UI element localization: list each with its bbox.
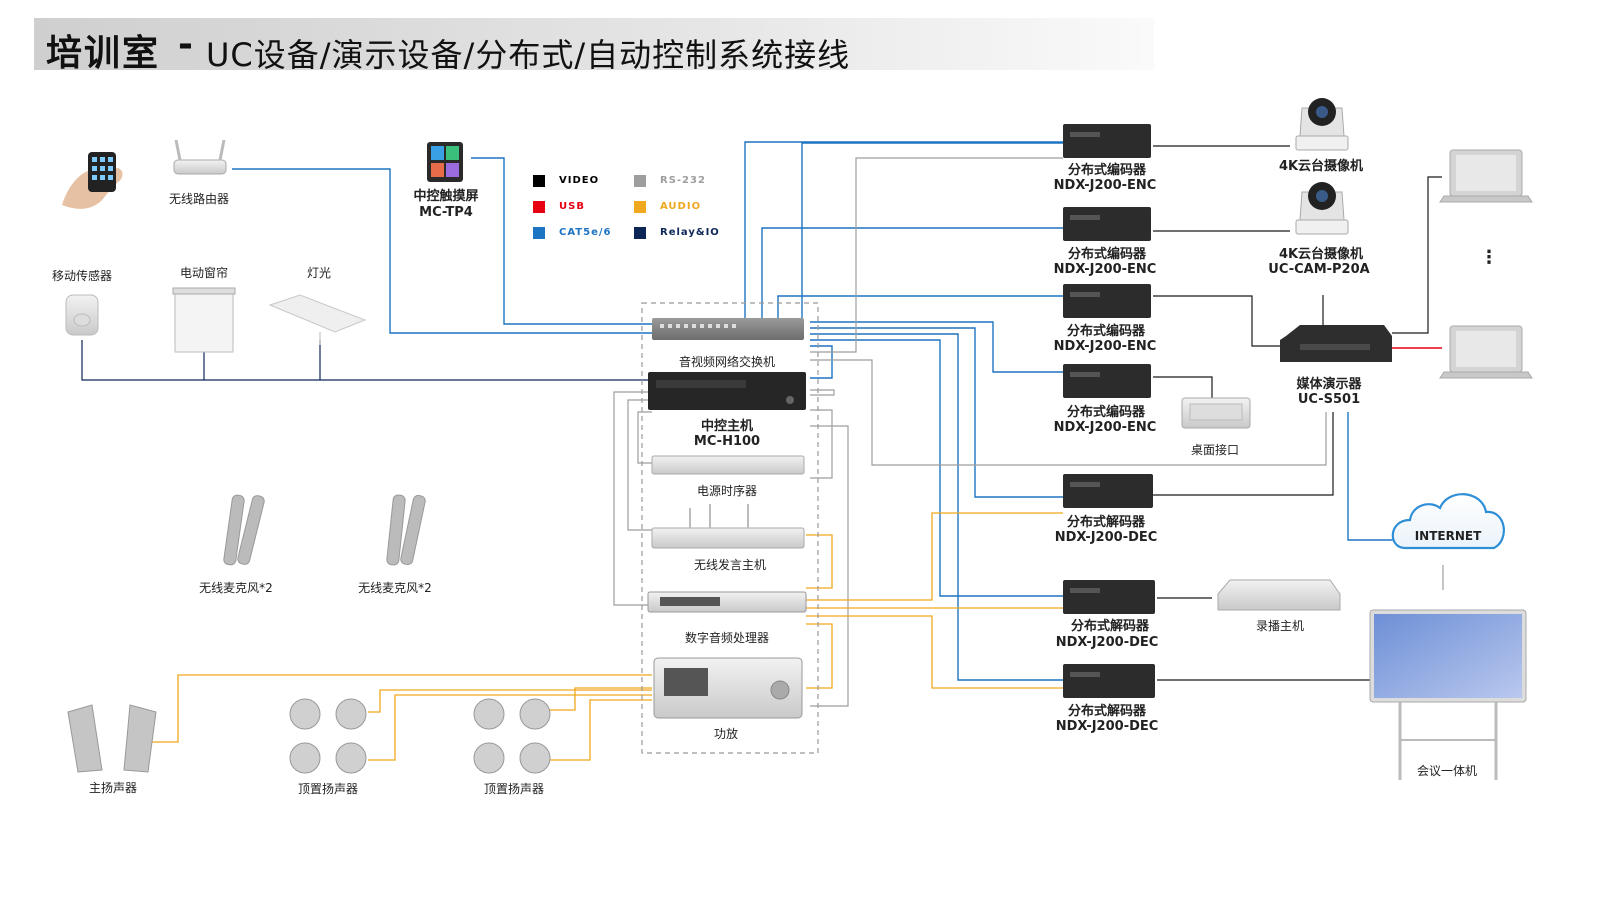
- encoder2-name: 分布式编码器: [1067, 247, 1147, 262]
- sequencer-icon: [651, 455, 805, 475]
- ceiling-speaker-icon: [473, 698, 551, 774]
- mic-icon: [386, 494, 426, 566]
- camera-icon: [1295, 98, 1349, 151]
- media-presenter-name: 媒体演示器: [1296, 377, 1362, 392]
- decoder-icon: [1063, 580, 1155, 614]
- main-speaker-icon: [67, 704, 157, 773]
- network-switch-icon: [652, 318, 804, 340]
- encoder2-model: NDX-J200-ENC: [1053, 262, 1157, 277]
- internet-label: INTERNET: [1414, 529, 1482, 543]
- light-icon: [268, 294, 367, 345]
- legend-cat: CAT5e/6: [559, 227, 612, 238]
- media-presenter-model: UC-S501: [1297, 392, 1361, 407]
- cat-lines: [232, 141, 1398, 681]
- motion-sensor-icon: [65, 294, 99, 336]
- encoder-icon: [1063, 284, 1151, 318]
- touchpanel-model: MC-TP4: [419, 205, 473, 220]
- encoder-icon: [1063, 364, 1151, 398]
- decoder-icon: [1063, 664, 1155, 698]
- router-icon: [173, 139, 227, 175]
- ceiling-speaker1-label: 顶置扬声器: [297, 782, 359, 796]
- touchpanel-icon: [427, 142, 463, 182]
- encoder1-name: 分布式编码器: [1067, 163, 1147, 178]
- amplifier-icon: [653, 657, 803, 719]
- decoder1-model: NDX-J200-DEC: [1054, 530, 1158, 545]
- page-subtitle: UC设备/演示设备/分布式/自动控制系统接线: [206, 36, 851, 74]
- rs232-lines: [613, 157, 1444, 707]
- decoder3-model: NDX-J200-DEC: [1055, 719, 1159, 734]
- decoder2-name: 分布式解码器: [1070, 619, 1150, 634]
- sequencer-label: 电源时序器: [696, 484, 758, 498]
- legend-swatches: [533, 175, 646, 239]
- laptop-icon: [1439, 325, 1533, 379]
- control-host-name: 中控主机: [700, 419, 754, 434]
- encoder3-name: 分布式编码器: [1066, 324, 1146, 339]
- encoder3-model: NDX-J200-ENC: [1053, 339, 1157, 354]
- main-speaker-label: 主扬声器: [88, 781, 138, 795]
- mic-icon: [223, 494, 265, 566]
- recorder-label: 录播主机: [1255, 619, 1305, 633]
- camera2-name: 4K云台摄像机: [1278, 247, 1364, 262]
- display-label: 会议一体机: [1416, 764, 1478, 778]
- encoder1-model: NDX-J200-ENC: [1053, 178, 1157, 193]
- rack-enclosure: [641, 302, 819, 754]
- legend-usb: USB: [559, 201, 585, 212]
- laptop-ellipsis: ⋮: [1480, 247, 1498, 268]
- motion-sensor-label: 移动传感器: [51, 269, 113, 283]
- display-icon: [1369, 609, 1527, 780]
- decoder1-name: 分布式解码器: [1066, 515, 1146, 530]
- ceiling-speaker2-label: 顶置扬声器: [483, 782, 545, 796]
- encoder-icon: [1063, 124, 1151, 158]
- dsp-label: 数字音频处理器: [684, 631, 770, 645]
- page-title: 培训室: [46, 33, 161, 74]
- curtain-label: 电动窗帘: [179, 266, 229, 280]
- ceiling-speaker-icon: [289, 698, 367, 774]
- decoder-icon: [1063, 474, 1153, 508]
- amplifier-label: 功放: [713, 727, 739, 741]
- camera2-model: UC-CAM-P20A: [1268, 262, 1370, 277]
- wireless-host-icon: [651, 504, 805, 549]
- camera1-label: 4K云台摄像机: [1278, 159, 1364, 174]
- recorder-icon: [1217, 579, 1341, 611]
- encoder4-model: NDX-J200-ENC: [1053, 420, 1157, 435]
- video-lines: [1153, 145, 1442, 681]
- title-bar: [34, 18, 1154, 70]
- touchpanel-name: 中控触摸屏: [413, 189, 479, 204]
- switch-label: 音视频网络交换机: [678, 355, 776, 369]
- audio-lines: [150, 512, 1063, 761]
- control-host-icon: [648, 372, 806, 410]
- desk-interface-icon: [1181, 397, 1251, 429]
- desk-interface-label: 桌面接口: [1190, 443, 1240, 457]
- wireless-host-label: 无线发言主机: [693, 558, 767, 572]
- light-label: 灯光: [306, 266, 332, 280]
- legend-audio: AUDIO: [660, 201, 702, 212]
- media-presenter-icon: [1280, 325, 1392, 362]
- relay-lines: [81, 340, 652, 381]
- encoder-icon: [1063, 207, 1151, 241]
- legend-relay: Relay&IO: [660, 227, 720, 238]
- internet-cloud-icon: [1391, 493, 1505, 550]
- legend-rs232: RS-232: [660, 175, 706, 186]
- dsp-icon: [647, 591, 807, 613]
- encoder4-name: 分布式编码器: [1066, 405, 1146, 420]
- decoder2-model: NDX-J200-DEC: [1055, 635, 1159, 650]
- control-host-model: MC-H100: [693, 434, 761, 449]
- legend-video: VIDEO: [559, 175, 600, 186]
- router-label: 无线路由器: [168, 192, 230, 206]
- title-separator: -: [178, 24, 193, 65]
- mic1-label: 无线麦克风*2: [199, 581, 273, 595]
- decoder3-name: 分布式解码器: [1067, 704, 1147, 719]
- mic2-label: 无线麦克风*2: [358, 581, 432, 595]
- laptop-icon: [1439, 149, 1533, 203]
- camera-icon: [1295, 182, 1349, 235]
- phone-icon: [62, 152, 123, 209]
- curtain-icon: [172, 287, 236, 353]
